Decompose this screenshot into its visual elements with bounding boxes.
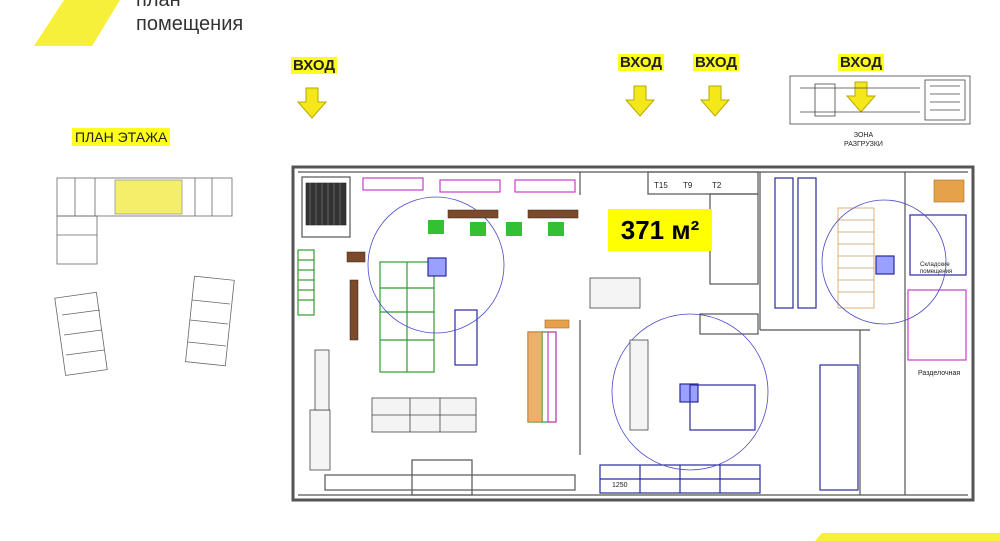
title-line2: помещения (136, 13, 244, 35)
magenta-items (362, 177, 967, 423)
unload-zone-line1: ЗОНА (853, 132, 874, 139)
vent-unit (305, 182, 347, 226)
tables (309, 277, 649, 471)
entrance-label-4: ВХОД (838, 54, 885, 71)
nav-1250-label: 1250 (612, 482, 628, 489)
green-racks (297, 249, 557, 423)
building-walls (291, 165, 975, 502)
pallets (527, 179, 965, 423)
entrance-arrows (296, 81, 877, 119)
floor-plan-label: ПЛАН ЭТАЖА (72, 128, 171, 146)
truck-drawing (789, 75, 971, 125)
entrance-label-1: ВХОД (291, 57, 338, 74)
green-shelves-small (428, 220, 564, 236)
unload-zone-label: ЗОНА РАЗГРУЗКИ (844, 131, 883, 149)
sorting-room-label: Разделочная (918, 370, 961, 377)
yellow-accent-shape (34, 0, 120, 46)
entrance-label-2: ВХОД (618, 54, 665, 71)
entrance-label-3: ВХОД (693, 54, 740, 71)
cold-room-label: Складские помещения (920, 262, 953, 275)
blue-equipment (427, 177, 967, 494)
area-badge: 371 м² (608, 209, 712, 251)
inner-walls (298, 171, 968, 496)
page-title: план помещения (136, 0, 243, 36)
unload-zone-line2: РАЗГРУЗКИ (844, 141, 883, 148)
title-line1: план (136, 0, 181, 11)
table-label-t2: T2 (712, 181, 722, 190)
table-label-t9: T9 (683, 181, 693, 190)
table-label-t15: T15 (654, 181, 668, 190)
brown-equipment (346, 209, 579, 341)
floor-mini-plan (54, 177, 235, 376)
yellow-accent-shape-bottom (815, 533, 1000, 541)
camera-coverage (367, 196, 947, 471)
